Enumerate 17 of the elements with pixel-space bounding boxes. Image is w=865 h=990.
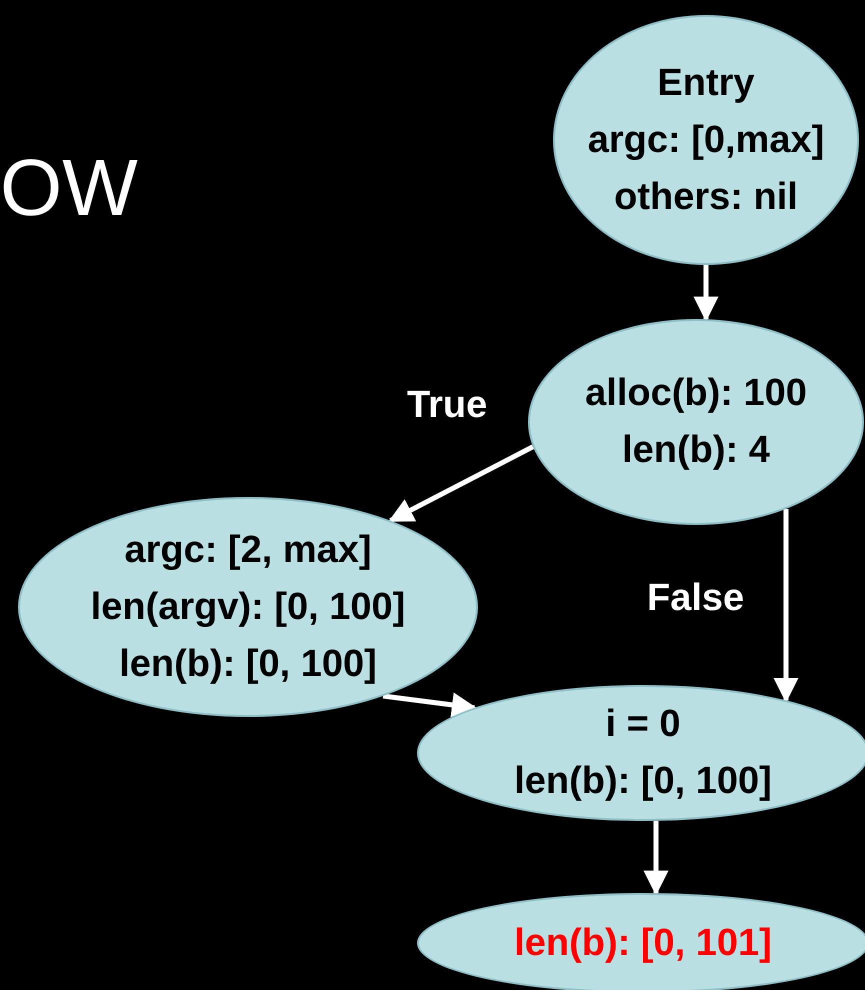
arrow xyxy=(694,265,718,322)
arrow xyxy=(382,692,477,718)
node-text: Entry xyxy=(657,60,755,106)
node-text: len(b): [0, 100] xyxy=(514,759,772,804)
node-text: len(argv): [0, 100] xyxy=(90,584,406,630)
arrow xyxy=(774,508,798,703)
node-text: len(b): 4 xyxy=(622,428,770,473)
arrow xyxy=(644,820,668,896)
node-text: others: nil xyxy=(614,174,798,220)
node-text: argc: [0,max] xyxy=(588,118,824,162)
node-text: len(b): [0, 100] xyxy=(119,642,377,686)
node-text: argc: [2, max] xyxy=(124,528,372,572)
title-fragment: OW xyxy=(0,148,138,228)
node-text: alloc(b): 100 xyxy=(585,371,807,416)
arrow xyxy=(388,444,534,523)
node-text: len(b): [0, 101] xyxy=(514,920,772,966)
node-text: i = 0 xyxy=(606,702,680,747)
